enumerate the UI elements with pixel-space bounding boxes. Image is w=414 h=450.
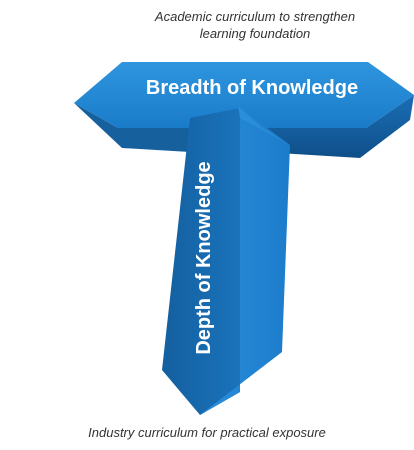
top-caption: Academic curriculum to strengthen learni…: [100, 8, 410, 42]
depth-stem-left-face: [162, 108, 240, 415]
breadth-bar-top-face: [74, 62, 414, 128]
bottom-caption: Industry curriculum for practical exposu…: [88, 425, 326, 440]
top-caption-line1: Academic curriculum to strengthen: [154, 9, 356, 24]
depth-label: Depth of Knowledge: [193, 161, 215, 354]
depth-stem-right-face: [200, 108, 290, 415]
breadth-bar-front-right: [262, 95, 414, 158]
breadth-label: Breadth of Knowledge: [146, 77, 358, 99]
breadth-bar-front-left: [74, 103, 190, 152]
top-caption-line2: learning foundation: [199, 26, 311, 41]
